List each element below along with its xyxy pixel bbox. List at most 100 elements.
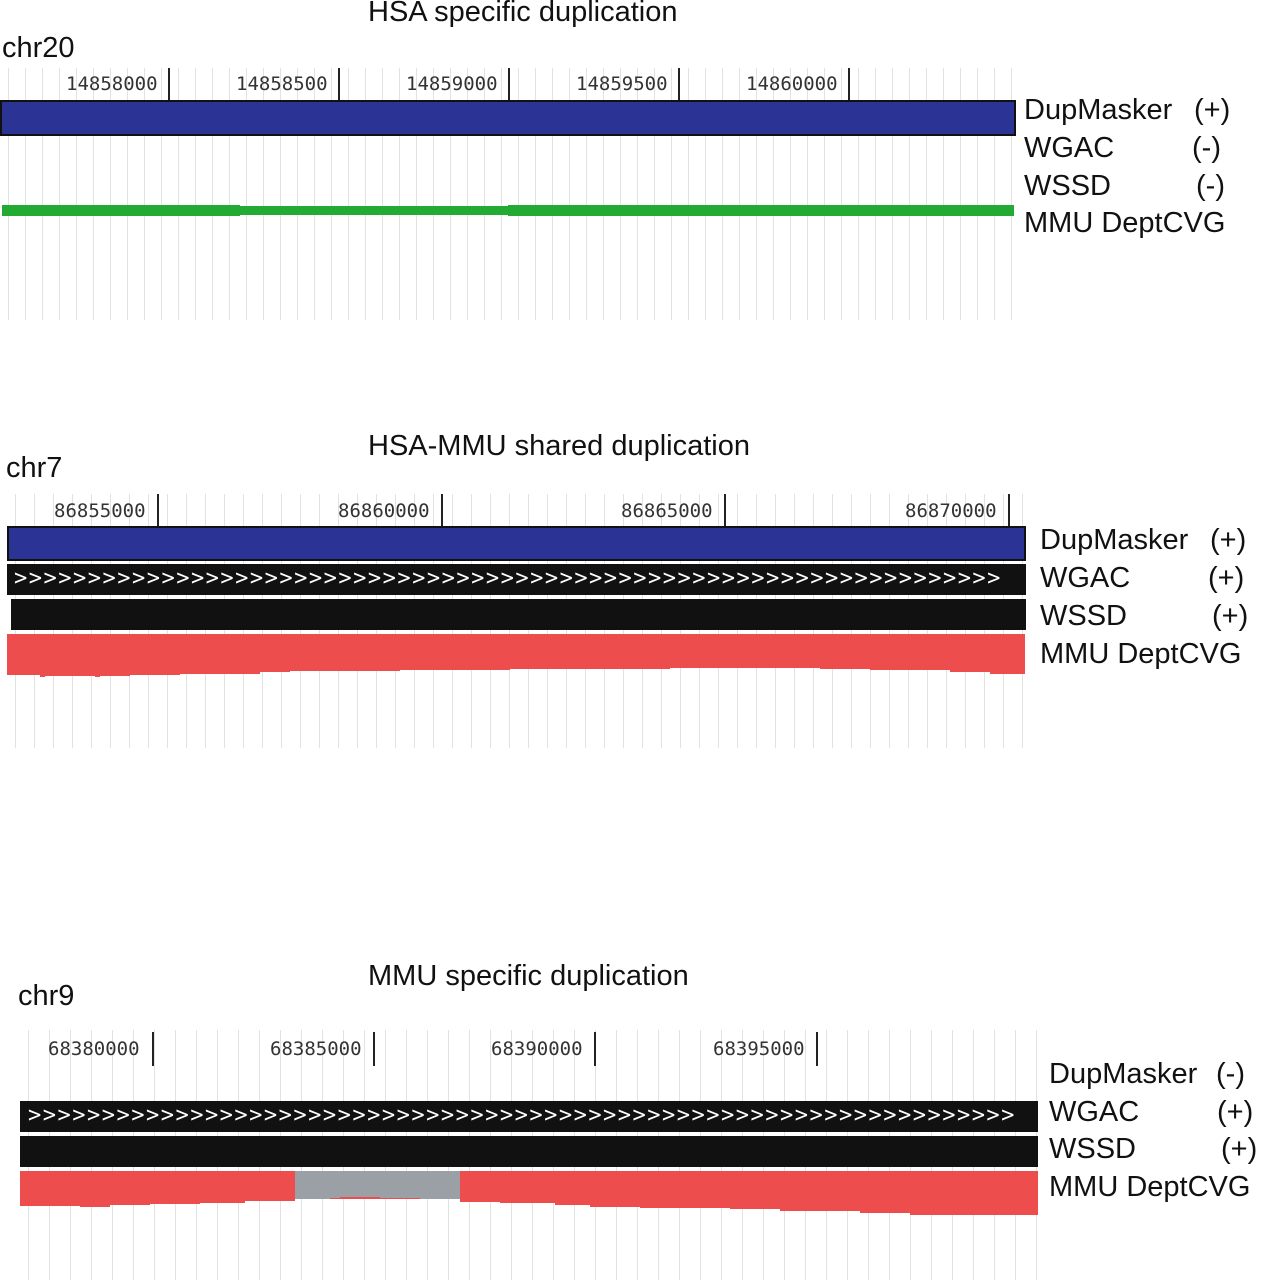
grid-line <box>841 68 842 320</box>
panel-2-track-label: WSSD <box>1040 600 1127 632</box>
panel-3-track-strand: (+) <box>1221 1133 1258 1165</box>
grid-line <box>25 68 26 320</box>
panel-1-tick-mark <box>338 68 340 100</box>
grid-line <box>110 68 111 320</box>
grid-line <box>756 68 757 320</box>
panel-2-tick-mark <box>157 494 159 526</box>
grid-line <box>620 68 621 320</box>
grid-line <box>773 68 774 320</box>
panel-3-coverage-track <box>20 1171 1038 1215</box>
panel-1-tick-label: 14860000 <box>746 73 838 95</box>
grid-line <box>603 68 604 320</box>
panel-1-dupmasker-bar <box>0 100 1016 136</box>
panel-3-title: MMU specific duplication <box>368 960 689 992</box>
grid-line <box>892 68 893 320</box>
panel-2-tick-label: 86870000 <box>905 500 997 522</box>
panel-2-tick-label: 86860000 <box>338 500 430 522</box>
panel-2-wgac-strand-arrows: >>>>>>>>>>>>>>>>>>>>>>>>>>>>>>>>>>>>>>>>… <box>14 566 1002 591</box>
grid-line <box>671 68 672 320</box>
panel-3-track-strand: (-) <box>1216 1058 1245 1090</box>
panel-1-tick-mark <box>848 68 850 100</box>
grid-line <box>586 68 587 320</box>
panel-3-track-label: MMU DeptCVG <box>1049 1171 1251 1203</box>
panel-1-tick-mark <box>508 68 510 100</box>
grid-line <box>365 68 366 320</box>
grid-line <box>501 68 502 320</box>
grid-line <box>229 68 230 320</box>
grid-line <box>518 68 519 320</box>
panel-2-track-strand: (+) <box>1208 562 1245 594</box>
grid-line <box>450 68 451 320</box>
panel-3-track-label: WSSD <box>1049 1133 1136 1165</box>
panel-2-track-label: DupMasker <box>1040 524 1189 556</box>
panel-2-track-strand: (+) <box>1212 600 1249 632</box>
panel-1-tick-label: 14859500 <box>576 73 668 95</box>
grid-line <box>280 68 281 320</box>
grid-line <box>790 68 791 320</box>
panel-3-tick-label: 68385000 <box>270 1038 362 1060</box>
panel-1-track-strand: (-) <box>1196 170 1225 202</box>
panel-1-tick-mark <box>678 68 680 100</box>
grid-line <box>246 68 247 320</box>
panel-3-tick-mark <box>152 1032 154 1066</box>
panel-2-chromosome: chr7 <box>6 452 63 484</box>
grid-line <box>348 68 349 320</box>
grid-line <box>127 68 128 320</box>
grid-line <box>314 68 315 320</box>
panel-1-tick-label: 14859000 <box>406 73 498 95</box>
grid-line <box>807 68 808 320</box>
panel-3-tick-mark <box>594 1032 596 1066</box>
grid-line <box>212 68 213 320</box>
panel-2-track-label: WGAC <box>1040 562 1131 594</box>
panel-2-track-label: MMU DeptCVG <box>1040 638 1242 670</box>
grid-line <box>909 68 910 320</box>
panel-2-tick-mark <box>724 494 726 526</box>
panel-3-track-label: DupMasker <box>1049 1058 1198 1090</box>
panel-1-title: HSA specific duplication <box>368 0 678 28</box>
grid-line <box>433 68 434 320</box>
panel-2-tick-mark <box>1008 494 1010 526</box>
panel-1-coverage-track <box>2 205 1014 216</box>
grid-line <box>569 68 570 320</box>
panel-3-track-strand: (+) <box>1217 1096 1254 1128</box>
grid-line <box>93 68 94 320</box>
grid-line <box>484 68 485 320</box>
grid-line <box>858 68 859 320</box>
grid-line <box>977 68 978 320</box>
grid-line <box>926 68 927 320</box>
panel-1-tick-mark <box>168 68 170 100</box>
panel-2-wssd-bar <box>11 599 1026 630</box>
grid-line <box>824 68 825 320</box>
grid-line <box>467 68 468 320</box>
panel-3-wgac-bar <box>20 1101 1038 1132</box>
panel-2-coverage-area <box>7 634 1025 677</box>
panel-1-track-label: DupMasker <box>1024 94 1173 126</box>
panel-2-tick-label: 86855000 <box>54 500 146 522</box>
grid-line <box>144 68 145 320</box>
grid-line <box>297 68 298 320</box>
grid-line <box>178 68 179 320</box>
grid-line <box>875 68 876 320</box>
panel-3-tick-mark <box>816 1032 818 1066</box>
panel-2-title: HSA-MMU shared duplication <box>368 430 750 462</box>
grid-line <box>161 68 162 320</box>
panel-1-chromosome: chr20 <box>2 32 75 64</box>
grid-line <box>331 68 332 320</box>
grid-line <box>76 68 77 320</box>
grid-line <box>399 68 400 320</box>
grid-line <box>416 68 417 320</box>
panel-1-track-label: MMU DeptCVG <box>1024 207 1226 239</box>
grid-line <box>552 68 553 320</box>
panel-3-tick-label: 68380000 <box>48 1038 140 1060</box>
panel-3-wssd-bar <box>20 1136 1038 1167</box>
panel-1-track-label: WSSD <box>1024 170 1111 202</box>
panel-1-track-strand: (+) <box>1194 94 1231 126</box>
panel-1-coverage-area <box>2 205 1014 216</box>
grid-line <box>654 68 655 320</box>
grid-line <box>8 68 9 320</box>
grid-line <box>382 68 383 320</box>
panel-2-coverage-track <box>7 634 1025 677</box>
grid-line <box>535 68 536 320</box>
grid-line <box>705 68 706 320</box>
grid-line <box>960 68 961 320</box>
